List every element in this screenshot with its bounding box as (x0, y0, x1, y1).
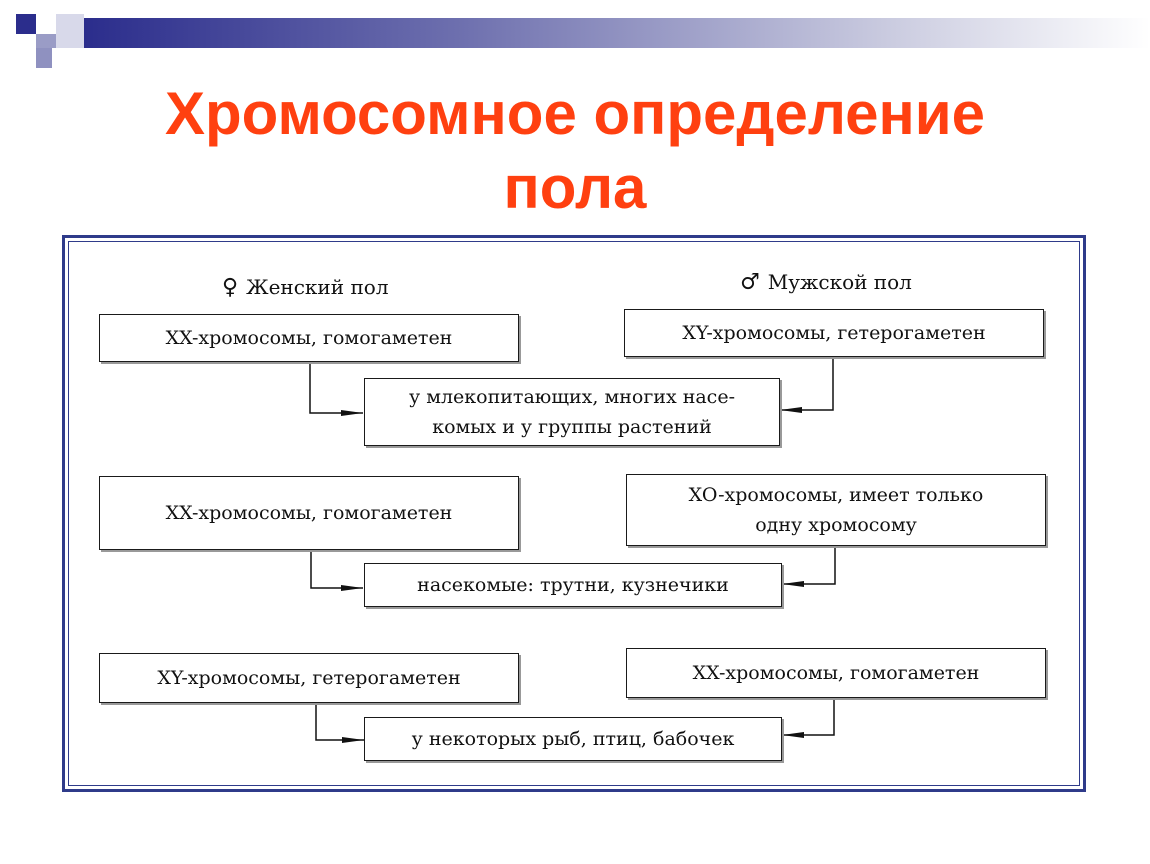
row1-male-box: XY-хромосомы, гетерогаметен (624, 309, 1044, 357)
header-gradient-bar (84, 18, 1150, 48)
arrow-row2-male (782, 545, 836, 587)
row1-male-text: XY-хромосомы, гетерогаметен (682, 322, 986, 344)
diagram-frame-inner (68, 241, 1080, 786)
arrow-row3-male (782, 697, 835, 738)
arrow-row1-female (309, 361, 363, 416)
row1-result-line1: у млекопитающих, многих насе- (408, 386, 735, 408)
arrow-row2-female (310, 550, 363, 591)
row1-result-line2: комых и у группы растений (432, 416, 712, 438)
female-symbol-icon: ♀ (222, 275, 239, 300)
row2-male-line1: XO-хромосомы, имеет только (688, 484, 984, 506)
row1-female-box: XX-хромосомы, гомогаметен (99, 314, 519, 362)
row3-result-box: у некоторых рыб, птиц, бабочек (364, 717, 782, 761)
row2-result-box: насекомые: трутни, кузнечики (364, 563, 782, 607)
slide-title: Хромосомное определение (164, 80, 986, 147)
row3-male-box: XX-хромосомы, гомогаметен (626, 648, 1046, 698)
row3-male-text: XX-хромосомы, гомогаметен (692, 662, 980, 684)
row2-male-line2: одну хромосому (755, 514, 917, 536)
row2-female-box: XX-хромосомы, гомогаметен (99, 476, 519, 550)
male-symbol-icon: ♂ (740, 270, 760, 295)
corner-square-white (56, 14, 84, 48)
male-header: ♂ Мужской пол (740, 270, 912, 295)
arrow-row1-male (780, 357, 834, 413)
male-header-label: Мужской пол (767, 270, 912, 294)
corner-square-lower (36, 48, 52, 68)
female-header: ♀ Женский пол (222, 275, 389, 300)
female-header-label: Женский пол (246, 275, 389, 299)
corner-square-dark (16, 14, 36, 34)
arrow-row3-female (315, 703, 364, 743)
row1-female-text: XX-хромосомы, гомогаметен (165, 327, 453, 349)
corner-square-light (36, 34, 56, 48)
row2-result-text: насекомые: трутни, кузнечики (417, 574, 729, 596)
row1-result-box: у млекопитающих, многих насе- комых и у … (364, 378, 780, 446)
row2-male-box: XO-хромосомы, имеет только одну хромосом… (626, 474, 1046, 546)
row3-female-box: XY-хромосомы, гетерогаметен (99, 653, 519, 703)
row3-result-text: у некоторых рыб, птиц, бабочек (411, 728, 735, 750)
row3-female-text: XY-хромосомы, гетерогаметен (157, 667, 461, 689)
row2-female-text: XX-хромосомы, гомогаметен (165, 502, 453, 524)
slide-title-continued: пола (503, 154, 647, 221)
